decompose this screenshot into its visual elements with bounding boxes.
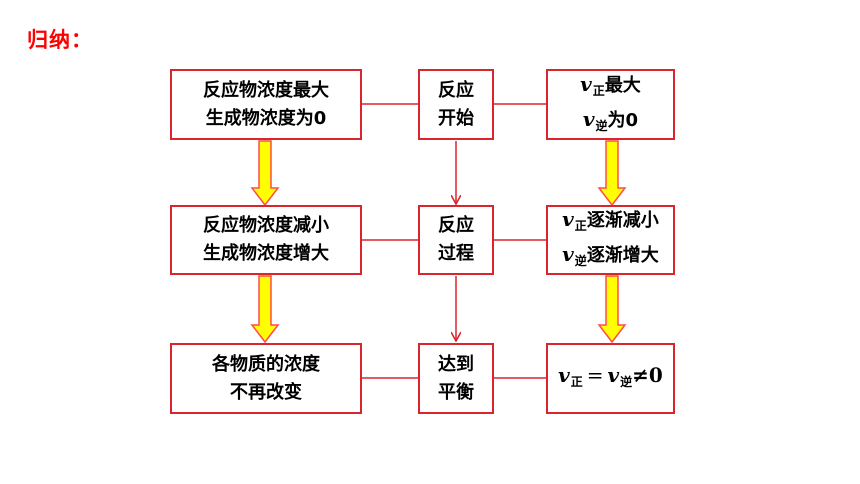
box-row1-concentration: 反应物浓度最大 生成物浓度为0 — [170, 69, 362, 140]
row3-left-line1: 各物质的浓度 — [212, 353, 320, 375]
rate-symbol: v — [562, 207, 574, 231]
row2-right-line1-text: 逐渐减小 — [586, 210, 659, 231]
box-row3-rate: v正=v逆≠0 — [546, 343, 675, 414]
rate-symbol: v — [582, 106, 595, 131]
forward-subscript: 正 — [592, 83, 605, 98]
row1-left-line1: 反应物浓度最大 — [203, 79, 329, 101]
row3-mid-line1: 达到 — [438, 353, 474, 375]
rate-symbol: v — [562, 242, 574, 266]
forward-subscript: 正 — [574, 219, 587, 233]
rate-symbol: v — [558, 363, 570, 387]
reverse-subscript: 逆 — [574, 254, 587, 268]
box-row2-concentration: 反应物浓度减小 生成物浓度增大 — [170, 205, 362, 275]
block-arrow-right-2 — [597, 275, 627, 344]
row2-left-line2: 生成物浓度增大 — [203, 243, 329, 264]
equals-sign: = — [586, 363, 604, 387]
not-equal-zero: ≠0 — [632, 363, 663, 387]
rate-symbol: v — [580, 71, 592, 96]
rate-symbol: v — [607, 363, 620, 387]
reverse-subscript: 逆 — [595, 118, 608, 133]
row2-right-line1: v正逐渐减小 — [562, 205, 659, 240]
row3-mid-line2: 平衡 — [438, 381, 474, 403]
row2-mid-line2: 过程 — [438, 243, 474, 264]
box-row2-stage: 反应 过程 — [418, 205, 494, 275]
block-arrow-right-1 — [597, 140, 627, 207]
reverse-subscript: 逆 — [620, 375, 633, 389]
box-row1-stage: 反应 开始 — [418, 69, 494, 140]
row1-mid-line1: 反应 — [438, 79, 474, 101]
summary-heading: 归纳： — [27, 28, 93, 52]
box-row1-rate: v正最大 v逆为0 — [546, 69, 675, 140]
row1-right-line2-text: 为0 — [607, 109, 639, 131]
row2-mid-line1: 反应 — [438, 215, 474, 236]
row2-right-line2-text: 逐渐增大 — [586, 245, 659, 266]
row1-right-line1: v正最大 — [580, 70, 641, 105]
block-arrow-left-1 — [250, 140, 280, 207]
forward-subscript: 正 — [570, 375, 583, 389]
row1-left-line2: 生成物浓度为0 — [205, 107, 327, 129]
row3-left-line2: 不再改变 — [230, 381, 302, 403]
row3-equation: v正=v逆≠0 — [558, 361, 663, 396]
box-row3-concentration: 各物质的浓度 不再改变 — [170, 343, 362, 414]
row1-right-line1-text: 最大 — [604, 74, 641, 96]
row2-left-line1: 反应物浓度减小 — [203, 215, 329, 236]
row2-right-line2: v逆逐渐增大 — [562, 240, 659, 275]
row1-mid-line2: 开始 — [438, 107, 474, 129]
box-row3-stage: 达到 平衡 — [418, 343, 494, 414]
box-row2-rate: v正逐渐减小 v逆逐渐增大 — [546, 205, 675, 275]
row1-right-line2: v逆为0 — [583, 105, 638, 140]
block-arrow-left-2 — [250, 275, 280, 344]
